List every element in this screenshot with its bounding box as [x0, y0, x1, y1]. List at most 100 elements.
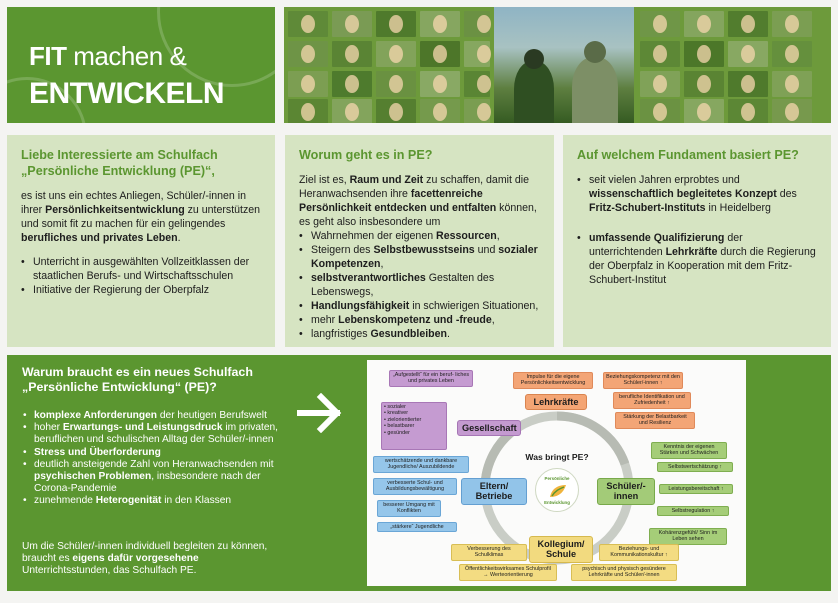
list-item: Stress und Überforderung [22, 447, 284, 459]
label-purple: „Aufgestellt“ für ein beruf- liches und … [389, 370, 473, 387]
bullet-list: Unterricht in ausgewählten Vollzeitklass… [21, 255, 261, 297]
center-question: Was bringt PE? [525, 452, 589, 462]
list-item: umfassende Qualifizierung der unterricht… [577, 231, 817, 287]
person-silhouette [514, 61, 554, 123]
bullet-list: Wahrnehmen der eigenen Ressourcen, Steig… [299, 229, 540, 341]
label-green: Leistungsbereitschaft ↑ [659, 484, 733, 495]
portrait-tile [640, 11, 680, 37]
portrait-tile [376, 11, 416, 37]
label-yellow: Verbesserung des Schulklimas [451, 544, 527, 561]
list-item: deutlich ansteigende Zahl von Heranwachs… [22, 459, 284, 496]
why-closing-text: Um die Schüler/-innen individuell beglei… [22, 541, 268, 577]
portrait-tile [772, 71, 812, 97]
box-heading: Worum geht es in PE? [299, 148, 433, 162]
label-orange: Stärkung der Belastbarkeit und Resilienz [615, 412, 695, 429]
portrait-tile [728, 71, 768, 97]
portrait-tile [772, 11, 812, 37]
page-title-line1: FIT machen & [29, 41, 187, 71]
box-heading: Auf welchem Fundament basiert PE? [577, 148, 799, 162]
portrait-tile [684, 41, 724, 67]
portrait-tile [640, 41, 680, 67]
box-intro: es ist uns ein echtes Anliegen, Schüler/… [21, 190, 261, 244]
portrait-tile [376, 41, 416, 67]
label-yellow: Öffentlichkeitswirksames Schulprofil → W… [459, 564, 557, 581]
photo-collage [284, 7, 831, 123]
portrait-tile [684, 71, 724, 97]
portrait-tile [728, 11, 768, 37]
portrait-tile [420, 11, 460, 37]
person-head [584, 41, 606, 63]
title-panel: FIT machen & ENTWICKELN [7, 7, 275, 123]
portrait-tile [728, 41, 768, 67]
why-bullet-list: komplexe Anforderungen der heutigen Beru… [22, 410, 284, 508]
list-item: selbstverantwortliches Gestalten des Leb… [299, 271, 540, 299]
node-gesellschaft: Gesellschaft [457, 420, 521, 437]
label-green: Selbstwertschätzung ↑ [657, 462, 733, 473]
list-item: Wahrnehmen der eigenen Ressourcen, [299, 229, 540, 243]
portrait-tile [288, 99, 328, 123]
box-intro: Ziel ist es, Raum und Zeit zu schaffen, … [299, 174, 537, 228]
label-orange: Impulse für die eigene Persönlichkeitsen… [513, 372, 593, 389]
node-kollegium-schule: Kollegium/ Schule [529, 536, 593, 563]
label-yellow: psychisch und physisch gesündere Lehrkrä… [571, 564, 677, 581]
portrait-tile [772, 99, 812, 123]
info-box-what-is-pe: Worum geht es in PE? Ziel ist es, Raum u… [285, 135, 554, 347]
label-blue: verbesserte Schul- und Ausbildungsbewält… [373, 478, 457, 495]
portrait-tile [684, 11, 724, 37]
why-heading: Warum braucht es ein neues Schulfach „Pe… [22, 365, 253, 394]
person-head [524, 49, 544, 69]
page-title-line2: ENTWICKELN [29, 77, 224, 110]
node-schueler: Schüler/- innen [597, 478, 655, 505]
portrait-tile [332, 41, 372, 67]
info-box-interested: Liebe Interessierte am Schulfach „Persön… [7, 135, 275, 347]
portrait-tile [288, 11, 328, 37]
pe-logo: Persönliche Entwicklung [535, 468, 579, 512]
list-item: zunehmende Heterogenität in den Klassen [22, 495, 284, 507]
label-green: Kenntnis der eigenen Stärken und Schwäch… [651, 442, 727, 459]
node-eltern-betriebe: Eltern/ Betriebe [461, 478, 527, 505]
portrait-tile [464, 41, 491, 67]
portrait-tile [464, 99, 491, 123]
portrait-tile [464, 71, 491, 97]
portrait-tile [640, 99, 680, 123]
list-item: Unterricht in ausgewählten Vollzeitklass… [21, 255, 261, 283]
label-green: Selbstregulation ↑ [657, 506, 729, 517]
portrait-tile [772, 41, 812, 67]
label-orange: berufliche Identifikation und Zufriedenh… [613, 392, 691, 409]
portrait-tile [464, 11, 491, 37]
list-item: seit vielen Jahren erprobtes und wissens… [577, 173, 817, 215]
label-blue: besserer Umgang mit Konflikten [377, 500, 441, 517]
portrait-tile [420, 99, 460, 123]
portrait-tile [728, 99, 768, 123]
why-panel: Warum braucht es ein neues Schulfach „Pe… [7, 355, 831, 591]
label-purple-list: • sozialer • kreativer • zielorientierte… [381, 402, 447, 450]
bullet-list: seit vielen Jahren erprobtes und wissens… [577, 173, 817, 287]
center-photo [494, 7, 634, 123]
portrait-tile [684, 99, 724, 123]
portrait-tile [420, 71, 460, 97]
portrait-tile [376, 99, 416, 123]
list-item: Steigern des Selbstbewusstseins und sozi… [299, 243, 540, 271]
list-item: Initiative der Regierung der Oberpfalz [21, 283, 261, 297]
list-item: langfristiges Gesundbleiben. [299, 327, 540, 341]
list-item: hoher Erwartungs- und Leistungsdruck im … [22, 422, 284, 446]
portrait-tile [640, 71, 680, 97]
portrait-tile [332, 99, 372, 123]
label-green: Kohärenzgefühl/ Sinn im Leben sehen [649, 528, 727, 545]
list-item: Handlungsfähigkeit in schwierigen Situat… [299, 299, 540, 313]
portrait-tile [332, 11, 372, 37]
box-heading: Liebe Interessierte am Schulfach „Persön… [21, 148, 218, 178]
list-item: mehr Lebenskompetenz und -freude, [299, 313, 540, 327]
info-box-foundation: Auf welchem Fundament basiert PE? seit v… [563, 135, 831, 347]
portrait-tile [332, 71, 372, 97]
portrait-tile [288, 41, 328, 67]
arrow-right-icon [297, 393, 342, 433]
label-blue: wertschätzende und dankbare Jugendliche/… [373, 456, 469, 473]
label-yellow: Beziehungs- und Kommunikationskultur ↑ [599, 544, 679, 561]
leaf-icon [550, 485, 566, 497]
label-blue: „stärkere“ Jugendliche [377, 522, 457, 533]
portrait-tile [420, 41, 460, 67]
benefits-diagram: „Aufgestellt“ für ein beruf- liches und … [367, 360, 746, 586]
label-orange: Beziehungskompetenz mit den Schüler/-inn… [603, 372, 683, 389]
node-lehrkraefte: Lehrkräfte [525, 394, 587, 411]
